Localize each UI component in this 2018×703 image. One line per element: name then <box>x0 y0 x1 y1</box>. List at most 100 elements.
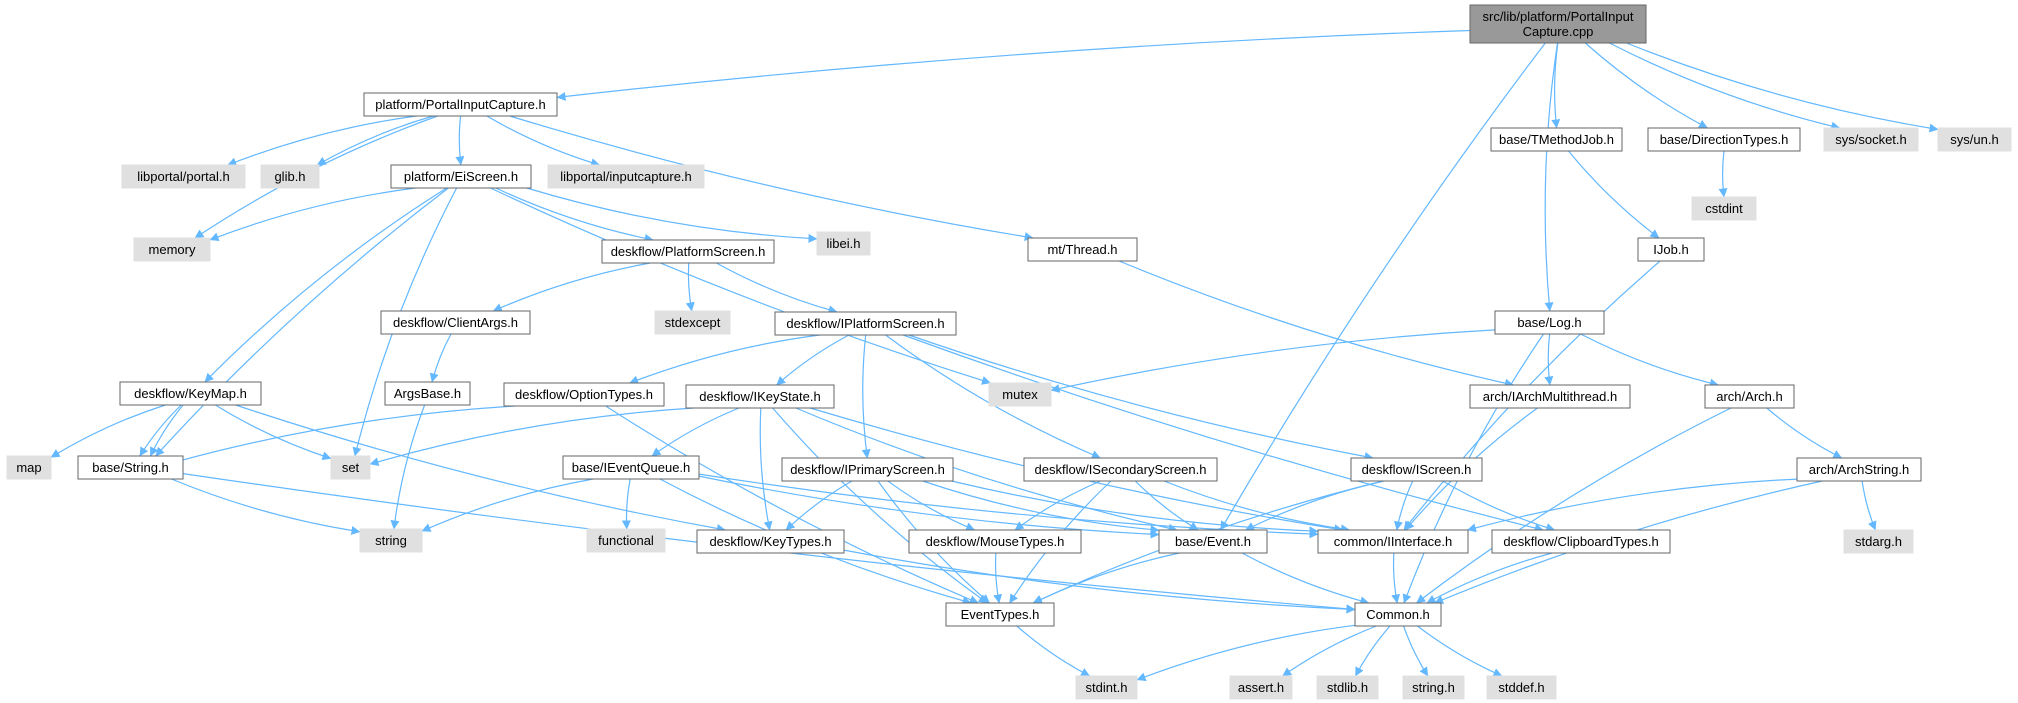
edge-iprimary-to-keytypes <box>785 480 853 531</box>
node-glib: glib.h <box>260 164 320 189</box>
edge-root-to-pic_h <box>556 29 1471 101</box>
node-box-arch <box>1704 384 1795 409</box>
node-stdint: stdint.h <box>1075 675 1138 700</box>
node-box-syssocket <box>1823 127 1919 152</box>
node-ieventqueue[interactable]: base/IEventQueue.h <box>562 455 700 480</box>
node-eiscreen[interactable]: platform/EiScreen.h <box>390 164 532 189</box>
node-tmethodjob[interactable]: base/TMethodJob.h <box>1490 127 1623 152</box>
node-label-libei: libei.h <box>827 236 861 251</box>
node-label-syssocket: sys/socket.h <box>1835 132 1907 147</box>
node-libei: libei.h <box>816 231 871 256</box>
edge-iscreen-to-event <box>1245 480 1385 531</box>
node-basestring[interactable]: base/String.h <box>77 455 184 480</box>
node-clientargs[interactable]: deskflow/ClientArgs.h <box>380 310 531 335</box>
node-argsbase[interactable]: ArgsBase.h <box>384 381 471 406</box>
node-mutex: mutex <box>988 382 1052 407</box>
node-mousetypes[interactable]: deskflow/MouseTypes.h <box>908 529 1082 554</box>
node-eventtypes[interactable]: EventTypes.h <box>945 602 1055 627</box>
edge-iscreen-to-iinterface <box>1394 480 1414 531</box>
edge-root-to-event <box>1220 42 1546 531</box>
edge-root-to-log <box>1544 42 1559 312</box>
edge-isecondary-to-mousetypes <box>1014 480 1101 531</box>
node-ikeystate[interactable]: deskflow/IKeyState.h <box>685 384 835 409</box>
node-archstring[interactable]: arch/ArchString.h <box>1796 457 1922 482</box>
node-event[interactable]: base/Event.h <box>1158 529 1268 554</box>
node-label-common: Common.h <box>1366 607 1430 622</box>
node-box-log <box>1494 310 1605 335</box>
node-directiontypes[interactable]: base/DirectionTypes.h <box>1647 127 1801 152</box>
node-box-archstring <box>1796 457 1922 482</box>
edge-common-to-stddef <box>1417 625 1503 677</box>
node-box-stddef <box>1486 675 1557 700</box>
edge-iplatformscreen-to-clipboard <box>902 334 1544 533</box>
edge-keymap-to-set <box>215 404 332 461</box>
node-map: map <box>6 455 52 480</box>
node-iplatformscreen[interactable]: deskflow/IPlatformScreen.h <box>774 311 957 336</box>
node-label-stdint: stdint.h <box>1086 680 1128 695</box>
node-label-glib: glib.h <box>274 169 305 184</box>
node-label-root: src/lib/platform/PortalInput <box>1482 9 1633 24</box>
node-common[interactable]: Common.h <box>1354 602 1442 627</box>
node-libportal: libportal/portal.h <box>121 164 246 189</box>
node-label-mousetypes: deskflow/MouseTypes.h <box>926 534 1065 549</box>
node-clipboard[interactable]: deskflow/ClipboardTypes.h <box>1491 529 1671 554</box>
edge-iscreen-to-clipboard <box>1442 480 1556 532</box>
node-box-libei <box>816 231 871 256</box>
edge-iinterface-to-common <box>1391 552 1401 604</box>
node-isecondary[interactable]: deskflow/ISecondaryScreen.h <box>1023 457 1218 482</box>
node-arch[interactable]: arch/Arch.h <box>1704 384 1795 409</box>
edge-ikeystate-to-event <box>795 407 1178 533</box>
edge-iplatformscreen-to-optiontypes <box>629 334 820 385</box>
node-label-set: set <box>342 460 360 475</box>
edge-log-to-arch <box>1580 333 1719 388</box>
node-box-ieventqueue <box>562 455 700 480</box>
node-label-keymap: deskflow/KeyMap.h <box>134 386 247 401</box>
edge-keymap-to-vector <box>149 404 184 457</box>
node-stdlib: stdlib.h <box>1316 675 1379 700</box>
node-box-ijob <box>1637 237 1705 262</box>
node-label-eiscreen: platform/EiScreen.h <box>404 169 518 184</box>
node-box-stdlib <box>1316 675 1379 700</box>
node-label-stdlib: stdlib.h <box>1327 680 1368 695</box>
node-box-mutex <box>988 382 1052 407</box>
node-iinterface[interactable]: common/IInterface.h <box>1317 529 1469 554</box>
node-keymap[interactable]: deskflow/KeyMap.h <box>119 381 262 406</box>
edge-pic_h-to-inputcapture <box>486 115 601 167</box>
edge-directiontypes-to-cstdint <box>1718 150 1728 198</box>
nodes-layer: src/lib/platform/PortalInputCapture.cpp p… <box>6 4 2012 700</box>
node-iscreen[interactable]: deskflow/IScreen.h <box>1350 457 1483 482</box>
node-label-event: base/Event.h <box>1175 534 1251 549</box>
node-box-pic_h <box>363 92 558 117</box>
edge-eiscreen-to-keymap <box>204 187 448 383</box>
node-label-ieventqueue: base/IEventQueue.h <box>572 460 691 475</box>
node-keytypes[interactable]: deskflow/KeyTypes.h <box>696 529 845 554</box>
node-thread[interactable]: mt/Thread.h <box>1027 237 1138 262</box>
node-ijob[interactable]: IJob.h <box>1637 237 1705 262</box>
node-stdarg: stdarg.h <box>1843 529 1914 554</box>
node-label-iscreen: deskflow/IScreen.h <box>1362 462 1472 477</box>
node-platformscreen[interactable]: deskflow/PlatformScreen.h <box>601 239 775 264</box>
node-box-iplatformscreen <box>774 311 957 336</box>
node-box-root <box>1469 4 1647 44</box>
edge-eiscreen-to-mutex <box>490 187 991 385</box>
node-syssocket: sys/socket.h <box>1823 127 1919 152</box>
node-root[interactable]: src/lib/platform/PortalInputCapture.cpp <box>1469 4 1647 44</box>
node-box-eiscreen <box>390 164 532 189</box>
node-label-inputcapture: libportal/inputcapture.h <box>560 169 692 184</box>
edge-iprimary-to-iinterface <box>951 480 1319 536</box>
node-box-mousetypes <box>908 529 1082 554</box>
node-box-inputcapture <box>547 164 705 189</box>
node-iprimary[interactable]: deskflow/IPrimaryScreen.h <box>781 457 954 482</box>
node-box-iscreen <box>1350 457 1483 482</box>
node-pic_h[interactable]: platform/PortalInputCapture.h <box>363 92 558 117</box>
edge-ikeystate-to-ieventqueue <box>651 407 740 457</box>
node-iarchmt[interactable]: arch/IArchMultithread.h <box>1469 384 1631 409</box>
node-label-stringh: string.h <box>1412 680 1455 695</box>
node-optiontypes[interactable]: deskflow/OptionTypes.h <box>503 382 665 407</box>
node-label-libportal: libportal/portal.h <box>137 169 230 184</box>
node-label-memory: memory <box>149 242 196 257</box>
node-label-optiontypes: deskflow/OptionTypes.h <box>515 387 653 402</box>
node-log[interactable]: base/Log.h <box>1494 310 1605 335</box>
edge-argsbase-to-string <box>390 404 426 530</box>
